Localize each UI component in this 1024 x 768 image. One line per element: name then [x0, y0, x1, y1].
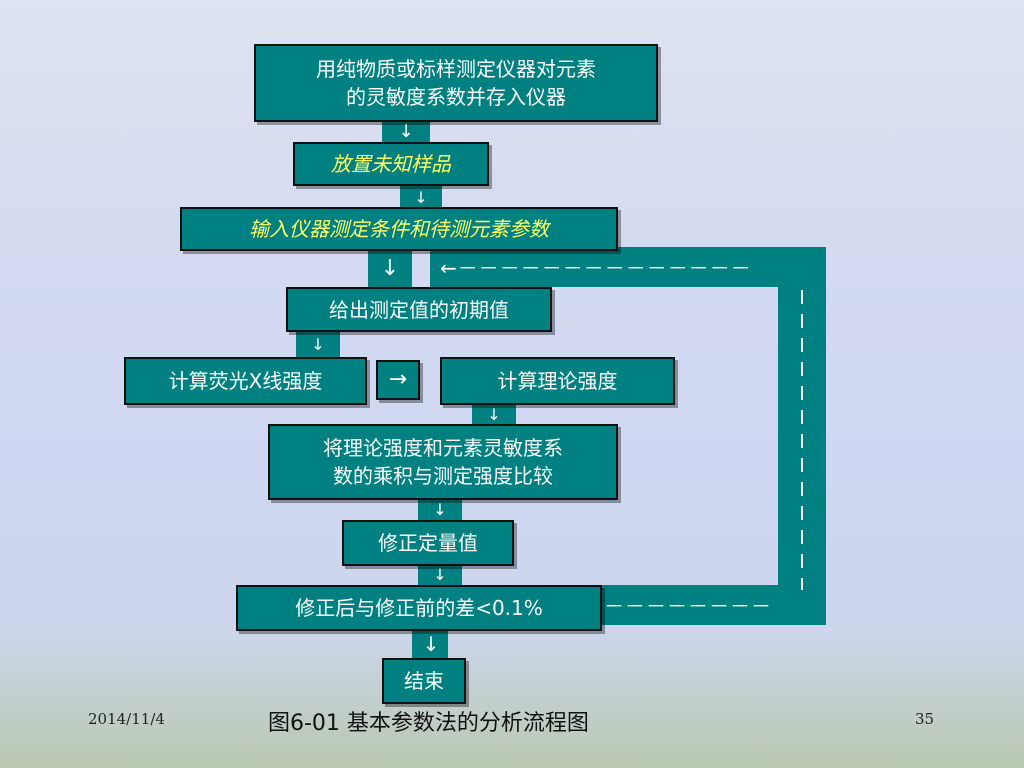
page-number: 35	[915, 710, 935, 728]
arrow-right: →	[388, 367, 408, 392]
arrow-down-5: ↓	[487, 405, 501, 424]
arrow-down-8: ↓	[422, 632, 440, 656]
arrow-down-3: ↓	[380, 256, 400, 281]
step-check-diff: 修正后与修正前的差<0.1%	[236, 585, 602, 631]
figure-caption: 图6-01 基本参数法的分析流程图	[268, 711, 589, 736]
connector-1	[382, 120, 430, 144]
step-calc-xray: 计算荧光X线强度	[124, 357, 367, 405]
connector-4	[296, 332, 340, 358]
step-place-sample: 放置未知样品	[293, 142, 489, 186]
connector-5	[472, 404, 516, 426]
loop-bottom-dashes: －－－－－－－－	[604, 594, 772, 618]
step-initial-value: 给出测定值的初期值	[286, 287, 552, 332]
step-end: 结束	[382, 658, 466, 704]
arrow-down-4: ↓	[311, 335, 325, 354]
arrow-right-box: →	[376, 360, 420, 400]
step-check-diff-label: 修正后与修正前的差<0.1%	[295, 596, 543, 620]
arrow-down-7: ↓	[433, 565, 447, 584]
step-calibrate-line1: 用纯物质或标样测定仪器对元素	[316, 57, 596, 81]
loop-return-arrow: ←－－－－－－－－－－－－－－	[440, 256, 752, 280]
arrow-down-1: ↓	[398, 121, 414, 142]
connector-3	[368, 251, 412, 287]
step-calc-xray-label: 计算荧光X线强度	[168, 369, 323, 393]
connector-6	[418, 498, 462, 522]
connector-8	[412, 630, 448, 660]
step-end-label: 结束	[404, 669, 444, 693]
step-input-params: 输入仪器测定条件和待测元素参数	[180, 207, 618, 251]
step-calibrate: 用纯物质或标样测定仪器对元素 的灵敏度系数并存入仪器	[254, 44, 658, 122]
footer-date: 2014/11/4	[88, 710, 165, 728]
connector-7	[418, 564, 462, 586]
connector-2	[400, 186, 442, 208]
step-calibrate-line2: 的灵敏度系数并存入仪器	[346, 85, 566, 109]
step-calc-theory-label: 计算理论强度	[497, 369, 618, 393]
loop-band-top	[430, 247, 826, 287]
arrow-down-2: ↓	[414, 188, 428, 207]
loop-dash-vertical	[801, 290, 803, 590]
step-input-params-label: 输入仪器测定条件和待测元素参数	[249, 217, 549, 241]
step-compare-line2: 数的乘积与测定强度比较	[333, 464, 553, 488]
step-place-sample-label: 放置未知样品	[331, 152, 451, 176]
step-compare-line1: 将理论强度和元素灵敏度系	[323, 436, 563, 460]
step-calc-theory: 计算理论强度	[440, 357, 675, 405]
step-correct-value: 修正定量值	[342, 520, 514, 566]
step-compare: 将理论强度和元素灵敏度系 数的乘积与测定强度比较	[268, 424, 618, 500]
arrow-down-6: ↓	[433, 500, 447, 519]
step-correct-value-label: 修正定量值	[378, 531, 478, 555]
loop-band-bottom	[598, 585, 826, 625]
step-initial-value-label: 给出测定值的初期值	[329, 297, 509, 322]
